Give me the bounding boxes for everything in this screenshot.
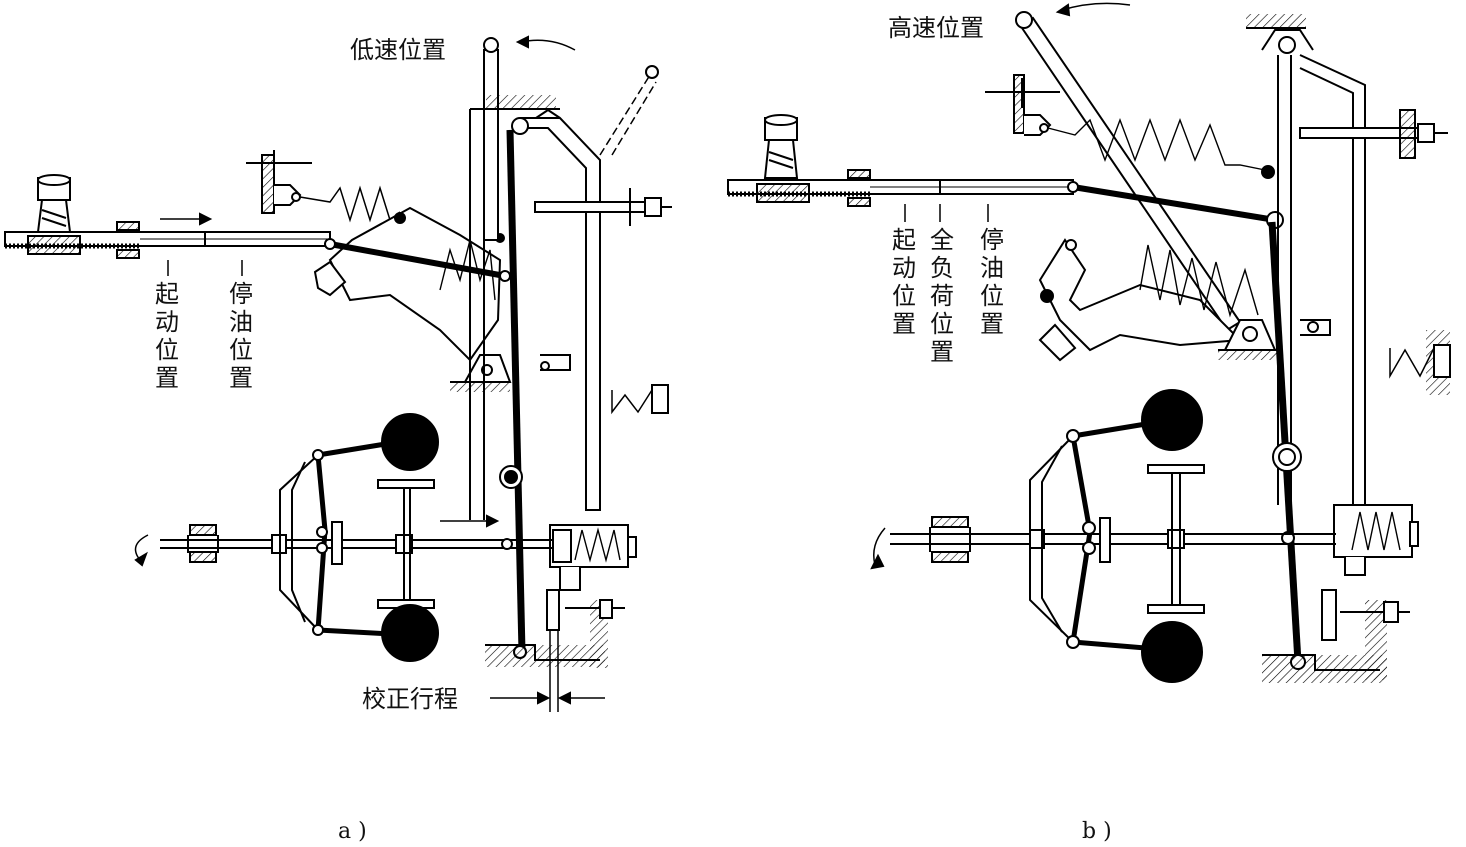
caption-b: b ) [1082,819,1112,844]
floating-lever-a [506,129,526,653]
spring-a [299,185,401,223]
speed-lever-a [483,37,499,241]
svg-text:油: 油 [980,254,1004,282]
stop-position-label-a: 停 油 位 置 [229,280,253,392]
torque-spring-box-a [546,524,637,631]
top-support-b [1246,14,1314,54]
svg-text:荷: 荷 [930,282,954,310]
link-rod-b [1072,184,1276,223]
svg-text:全: 全 [930,226,954,254]
svg-text:置: 置 [980,310,1004,338]
correction-stroke-label: 校正行程 [362,685,458,713]
ground-a [485,645,605,667]
control-rack-a [4,174,331,259]
svg-text:置: 置 [155,364,179,392]
svg-text:置: 置 [930,338,954,366]
svg-text:位: 位 [930,310,954,338]
bell-crank-b [1038,238,1259,362]
drive-shaft-a [134,479,552,609]
flyweight-assembly-b [1029,389,1203,683]
svg-text:动: 动 [892,254,916,282]
stop-bracket-b [985,74,1060,136]
caption-a: a ) [338,819,367,844]
svg-text:停: 停 [980,226,1004,254]
drive-shaft-b [870,464,1336,614]
pivot-base-a [450,354,512,392]
lever-alt-position-a [599,65,659,156]
spring-symbol-a [611,384,669,415]
svg-text:置: 置 [229,364,253,392]
low-speed-arrow-a [515,35,576,51]
high-speed-label: 高速位置 [888,14,984,42]
low-speed-label: 低速位置 [350,36,446,64]
bell-crank-a [313,206,502,362]
svg-text:位: 位 [892,282,916,310]
full-load-position-label-b: 全 负 荷 位 置 [930,226,954,366]
svg-text:位: 位 [229,336,253,364]
start-position-label-a: 起 动 位 置 [155,280,179,392]
rack-direction-arrow-a [160,212,213,226]
start-position-label-b: 起 动 位 置 [892,226,916,338]
link-rod-a [329,241,506,279]
torque-spring-box-b [1321,504,1419,641]
governor-frame-a [469,95,672,520]
svg-text:置: 置 [892,310,916,338]
spring-b [1047,118,1266,171]
stop-position-label-b: 停 油 位 置 [980,226,1004,338]
svg-text:停: 停 [229,280,253,308]
svg-text:起: 起 [155,280,179,308]
correction-stroke-marker-a [490,630,605,712]
svg-text:起: 起 [892,226,916,254]
spring-symbol-b [1389,330,1451,395]
floating-lever-b [1268,221,1302,663]
high-speed-arrow-b [1055,2,1131,17]
panel-a [4,35,672,712]
flyweight-assembly-a [279,413,439,662]
panel-b [727,2,1451,683]
svg-text:负: 负 [930,254,954,282]
stop-bracket-a [246,150,312,214]
control-rack-b [727,114,1074,207]
governor-frame-b [1277,54,1448,506]
svg-text:油: 油 [229,308,253,336]
svg-text:动: 动 [155,308,179,336]
pivot-base-b [1218,319,1278,360]
svg-text:位: 位 [980,282,1004,310]
svg-text:位: 位 [155,336,179,364]
